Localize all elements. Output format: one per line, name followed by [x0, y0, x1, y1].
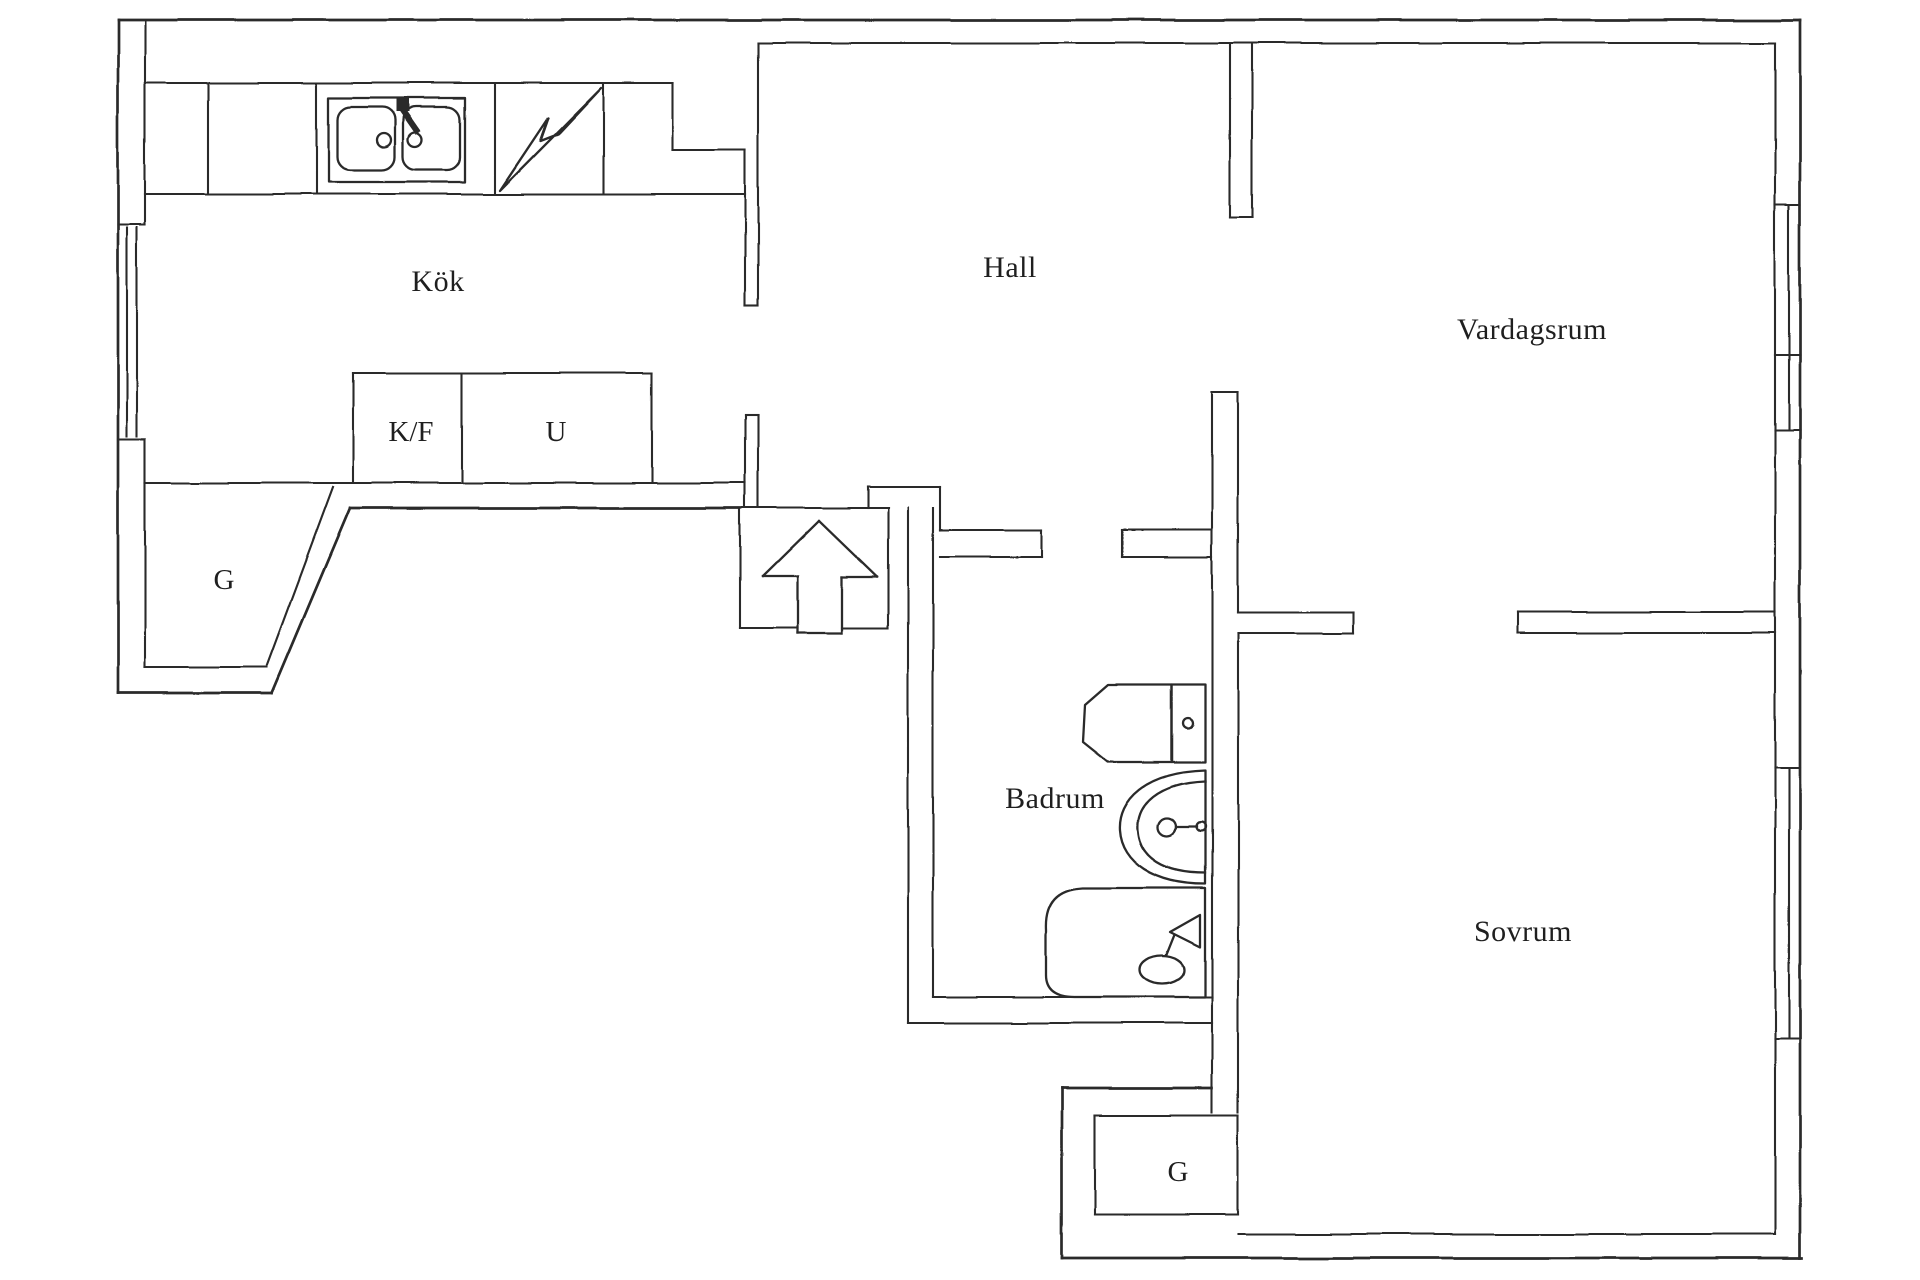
hall-corridor-walls [938, 528, 1214, 559]
inner-walls [143, 18, 1777, 1236]
room-label-hall: Hall [983, 251, 1037, 284]
toilet-icon [1081, 683, 1207, 764]
kitchen-hall-divider-wall [743, 41, 760, 510]
kitchen-left-window [116, 222, 147, 442]
washbasin-icon [1118, 768, 1207, 886]
livingroom-bedroom-divider-wall [1236, 610, 1777, 635]
bedroom-right-window [1773, 765, 1802, 1040]
room-label-vardagsrum: Vardagsrum [1457, 313, 1607, 346]
entrance-door-recess [738, 506, 890, 630]
entrance-arrow-icon [760, 519, 879, 635]
bathroom-walls [866, 485, 1214, 1025]
livingroom-right-window [1773, 203, 1802, 432]
fridge-freezer-box [351, 371, 654, 485]
appliance-label-kf: K/F [388, 416, 433, 448]
outer-walls [116, 18, 1804, 1260]
stove-zigzag-icon [498, 86, 603, 192]
bathtub-icon [1044, 886, 1207, 999]
room-label-badrum: Badrum [1005, 782, 1105, 815]
room-label-sovrum: Sovrum [1474, 915, 1572, 948]
appliance-label-u: U [546, 416, 567, 448]
hall-livingroom-divider-wall [1228, 41, 1254, 219]
closet-label-bedroom: G [1168, 1156, 1189, 1188]
room-labels: Kök Hall Vardagsrum Badrum Sovrum G G K/… [214, 251, 1607, 1188]
room-label-kok: Kök [411, 265, 464, 298]
kitchen-counter [143, 81, 747, 196]
closet-label-kitchen: G [214, 564, 235, 596]
central-wall [1210, 390, 1240, 1114]
bedroom-closet-box [1093, 1113, 1240, 1217]
kitchen-double-sink-icon [327, 96, 467, 184]
